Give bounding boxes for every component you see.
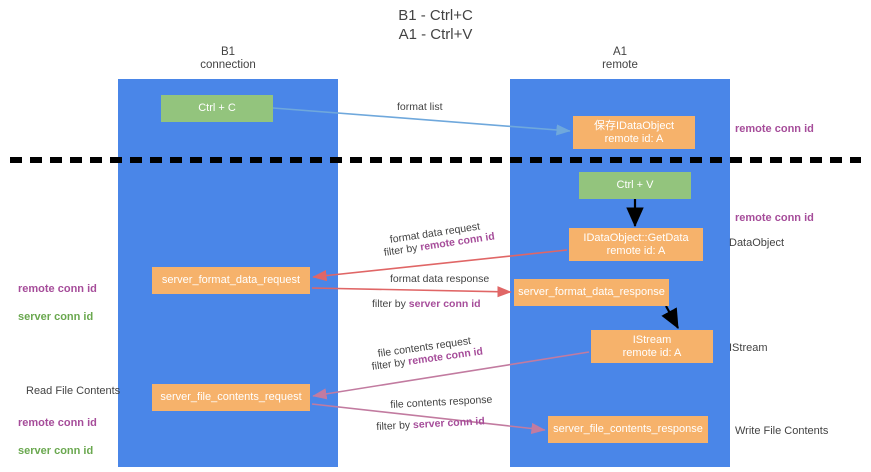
node-server-format-data-request[interactable]: server_format_data_request [152, 267, 310, 294]
annotation-remote-conn-id-left-bottom: remote conn id [18, 417, 97, 429]
diagram-title: B1 - Ctrl+C A1 - Ctrl+V [398, 7, 473, 43]
node-server-file-contents-response[interactable]: server_file_contents_response [548, 416, 708, 443]
label-file-contents-response: file contents response [390, 393, 493, 411]
annotation-read-file-contents: Read File Contents [26, 385, 121, 397]
label-file-contents-response-filter: filter by server conn id [376, 415, 485, 434]
filter-prefix: filter by [376, 419, 414, 433]
annotation-conn-ids-top: remote conn id server conn id [18, 268, 97, 338]
lane-header-a1: A1 remote [602, 46, 638, 71]
filter-key-server-conn-id: server conn id [412, 415, 486, 432]
annotation-server-conn-id-left-bottom: server conn id [18, 445, 94, 457]
filter-prefix: filter by [372, 298, 409, 310]
label-format-list: format list [397, 101, 443, 113]
annotation-istream: IStream [729, 342, 768, 354]
node-dataobject-remote[interactable]: 保存IDataObject remote id: A [573, 116, 695, 149]
node-ctrl-c[interactable]: Ctrl + C [161, 95, 273, 122]
annotation-conn-ids-bottom: remote conn id server conn id [18, 402, 97, 472]
annotation-remote-conn-id-mid: remote conn id [735, 212, 814, 224]
phase-divider [10, 157, 861, 163]
node-idataobject-getdata[interactable]: IDataObject::GetData remote id: A [569, 228, 703, 261]
label-format-data-response: format data response [390, 273, 490, 285]
filter-prefix: filter by [371, 355, 410, 373]
annotation-dataobject: DataObject [729, 237, 785, 249]
node-istream-remote[interactable]: IStream remote id: A [591, 330, 713, 363]
filter-key-server-conn-id: server conn id [408, 298, 481, 310]
arrow-format-data-response [311, 286, 512, 298]
annotation-remote-conn-id-top: remote conn id [735, 123, 814, 135]
node-ctrl-v[interactable]: Ctrl + V [579, 172, 691, 199]
filter-prefix: filter by [383, 241, 422, 259]
annotation-server-conn-id-left-top: server conn id [18, 311, 94, 323]
annotation-write-file-contents: Write File Contents [735, 425, 829, 437]
lane-header-b1: B1 connection [200, 46, 256, 71]
node-server-format-data-response[interactable]: server_format_data_response [514, 279, 669, 306]
label-format-data-response-filter: filter by server conn id [372, 298, 481, 311]
node-server-file-contents-request[interactable]: server_file_contents_request [152, 384, 310, 411]
annotation-remote-conn-id-left-top: remote conn id [18, 283, 97, 295]
